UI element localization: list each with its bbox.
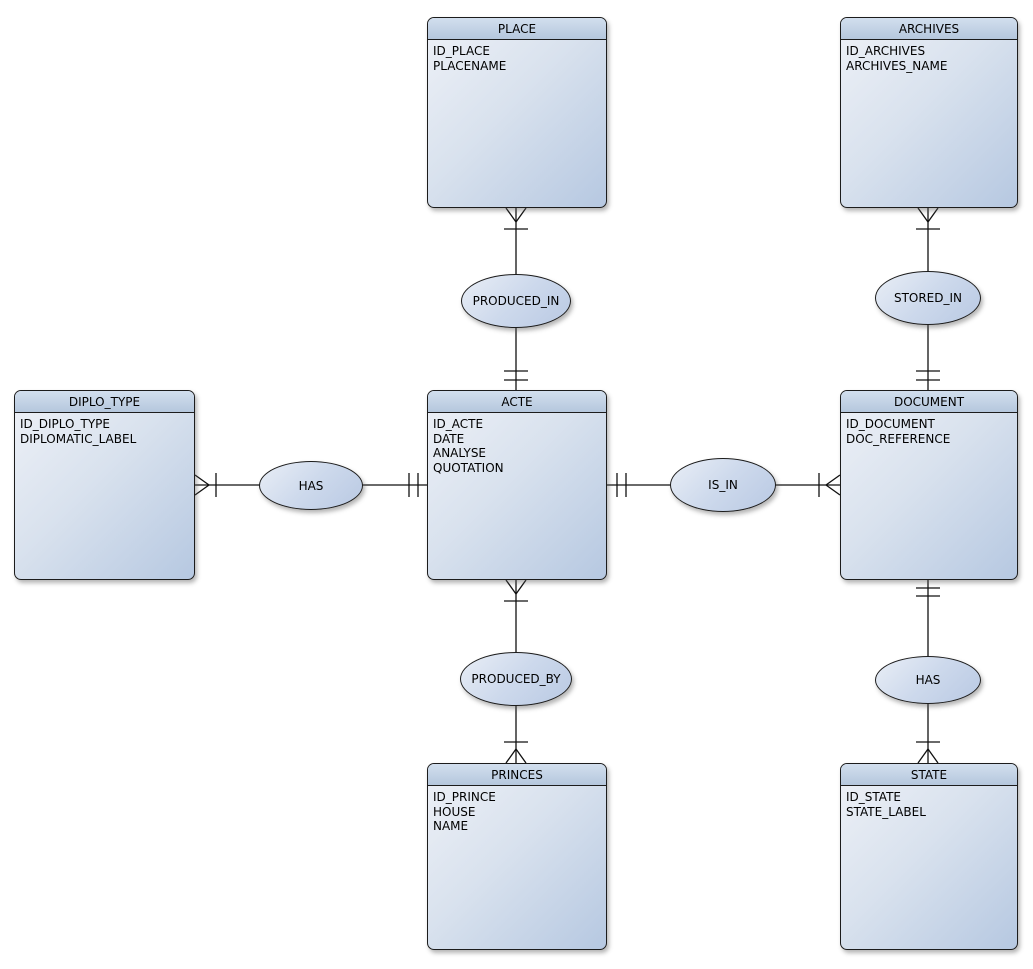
- relationship-has-state[interactable]: HAS: [875, 656, 981, 704]
- entity-attribute: ANALYSE: [433, 446, 487, 460]
- crow-foot-mark: [824, 474, 841, 496]
- entity-state[interactable]: STATE ID_STATE STATE_LABEL: [840, 763, 1018, 950]
- entity-attribute: HOUSE: [433, 804, 476, 819]
- connector-diplo-type-has-acte[interactable]: [194, 473, 427, 497]
- relationship-label: IS_IN: [708, 478, 738, 492]
- entity-attribute-list: ID_PRINCE HOUSE NAME: [428, 786, 606, 838]
- connector-archives-stored-in-document[interactable]: [916, 207, 940, 390]
- crow-foot-mark: [505, 747, 527, 764]
- entity-princes[interactable]: PRINCES ID_PRINCE HOUSE NAME: [427, 763, 607, 950]
- connector-document-has-state[interactable]: [916, 580, 940, 764]
- entity-attribute: ID_STATE: [846, 790, 901, 804]
- entity-attribute: NAME: [433, 819, 469, 833]
- entity-diplo-type[interactable]: DIPLO_TYPE ID_DIPLO_TYPE DIPLOMATIC_LABE…: [14, 390, 195, 580]
- entity-attribute-list: ID_STATE STATE_LABEL: [841, 786, 1017, 823]
- relationship-produced-in[interactable]: PRODUCED_IN: [461, 274, 571, 328]
- entity-title: DIPLO_TYPE: [15, 391, 194, 413]
- entity-attribute-list: ID_PLACE PLACENAME: [428, 40, 606, 77]
- connector-acte-produced-by-princes[interactable]: [504, 579, 528, 764]
- relationship-is-in[interactable]: IS_IN: [670, 458, 776, 512]
- crow-foot-mark: [505, 579, 527, 596]
- entity-title: ARCHIVES: [841, 18, 1017, 40]
- crow-foot-mark: [194, 474, 211, 496]
- entity-attribute: ARCHIVES_NAME: [846, 58, 948, 73]
- entity-attribute: ID_PRINCE: [433, 790, 496, 804]
- relationship-label: PRODUCED_IN: [472, 294, 560, 308]
- entity-attribute: DATE: [433, 431, 465, 446]
- relationship-stored-in[interactable]: STORED_IN: [875, 271, 981, 325]
- entity-attribute: ID_DIPLO_TYPE: [20, 417, 110, 431]
- entity-attribute: DOC_REFERENCE: [846, 431, 951, 446]
- entity-acte[interactable]: ACTE ID_ACTE DATE ANALYSE QUOTATION: [427, 390, 607, 580]
- entity-attribute-list: ID_DOCUMENT DOC_REFERENCE: [841, 413, 1017, 450]
- relationship-label: STORED_IN: [893, 291, 963, 305]
- entity-title: PRINCES: [428, 764, 606, 786]
- connector-place-produced-in-acte[interactable]: [504, 207, 528, 390]
- relationship-label: HAS: [915, 673, 941, 687]
- entity-attribute: ID_PLACE: [433, 44, 490, 58]
- entity-attribute: ID_DOCUMENT: [846, 417, 935, 431]
- entity-title: STATE: [841, 764, 1017, 786]
- connector-acte-is-in-document[interactable]: [607, 473, 841, 497]
- entity-attribute: STATE_LABEL: [846, 804, 926, 819]
- entity-place[interactable]: PLACE ID_PLACE PLACENAME: [427, 17, 607, 208]
- crow-foot-mark: [505, 207, 527, 224]
- relationship-label: HAS: [298, 478, 324, 493]
- entity-title: PLACE: [428, 18, 606, 40]
- entity-attribute: ID_ARCHIVES: [846, 44, 926, 58]
- entity-attribute: DIPLOMATIC_LABEL: [20, 431, 137, 446]
- entity-attribute-list: ID_DIPLO_TYPE DIPLOMATIC_LABEL: [15, 413, 194, 450]
- crow-foot-mark: [917, 207, 939, 224]
- relationship-produced-by[interactable]: PRODUCED_BY: [460, 652, 572, 706]
- entity-document[interactable]: DOCUMENT ID_DOCUMENT DOC_REFERENCE: [840, 390, 1018, 580]
- entity-title: DOCUMENT: [841, 391, 1017, 413]
- entity-attribute-list: ID_ARCHIVES ARCHIVES_NAME: [841, 40, 1017, 77]
- entity-title: ACTE: [428, 391, 606, 413]
- entity-attribute: QUOTATION: [433, 460, 504, 475]
- entity-archives[interactable]: ARCHIVES ID_ARCHIVES ARCHIVES_NAME: [840, 17, 1018, 208]
- entity-attribute: ID_ACTE: [433, 417, 484, 431]
- relationship-has-diplo-type[interactable]: HAS: [259, 461, 363, 510]
- entity-attribute-list: ID_ACTE DATE ANALYSE QUOTATION: [428, 413, 606, 479]
- crow-foot-mark: [917, 747, 939, 764]
- relationship-label: PRODUCED_BY: [471, 672, 561, 686]
- entity-attribute: PLACENAME: [433, 58, 507, 73]
